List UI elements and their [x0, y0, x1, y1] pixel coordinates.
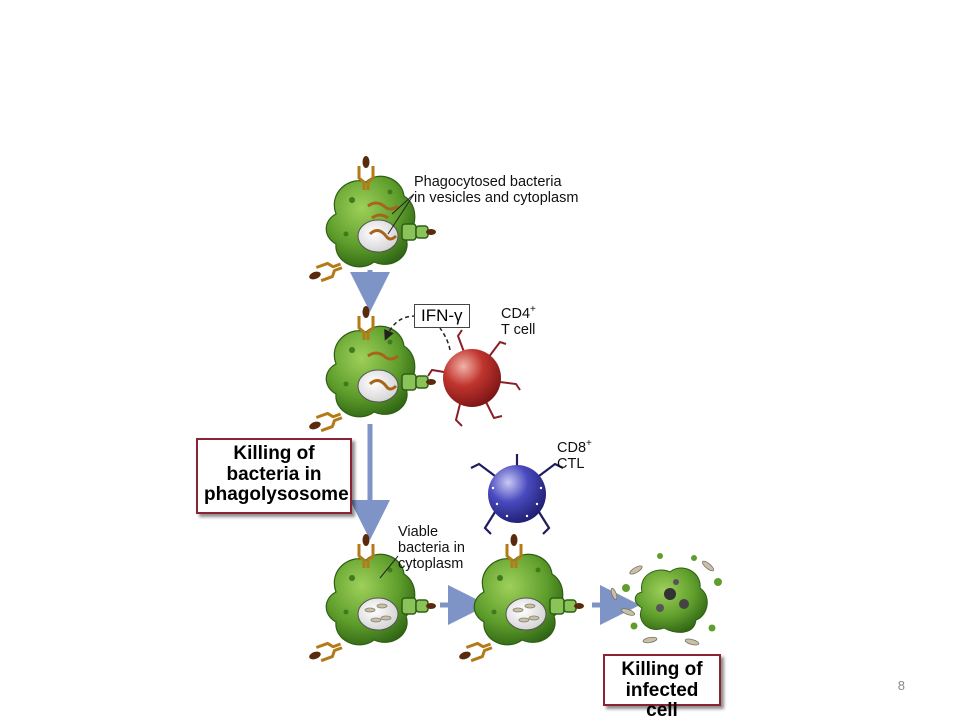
receptor-bottom-middle-low — [455, 637, 496, 666]
cd4-t-cell — [427, 329, 521, 427]
phagocytosed-line-1: Phagocytosed bacteria — [414, 174, 562, 190]
ifn-arrow — [384, 315, 417, 341]
killing-infected-cell-box: Killing of infected cell — [603, 654, 721, 721]
dying-infected-cell — [610, 553, 722, 646]
cd8-label: CD8+ CTL — [557, 438, 592, 472]
infected-line-2: infected cell — [625, 679, 699, 722]
cd4-sup: + — [530, 304, 536, 315]
cd8-line-1: CD8+ — [557, 438, 592, 456]
mhc-bottom-left — [401, 597, 437, 615]
killing-phagolysosome-box: Killing of bacteria in phagolysosome — [196, 438, 352, 514]
cd4-line-1: CD4+ — [501, 304, 536, 322]
pointer-viable — [379, 555, 399, 579]
phagocytosed-line-2: in vesicles and cytoplasm — [414, 190, 579, 207]
macrophage-top — [325, 175, 416, 268]
mhc-bottom-middle — [549, 597, 585, 615]
receptor-top-low — [305, 257, 346, 286]
infected-line-1: Killing of — [621, 659, 703, 680]
viable-line-3: cytoplasm — [398, 556, 464, 573]
cd8-ctl — [470, 454, 564, 535]
cd8-name: CD8 — [557, 439, 587, 456]
phagolysosome-line-3: phagolysosome — [204, 484, 349, 506]
macrophage-bottom-left — [325, 553, 416, 646]
viable-label: Viable bacteria in cytoplasm — [398, 524, 465, 573]
cd8-sup: + — [586, 438, 592, 449]
macrophage-bottom-middle — [473, 553, 564, 646]
pointer-phagocytosed — [387, 193, 415, 235]
mhc-middle — [401, 373, 437, 391]
ifn-gamma-label: IFN-γ — [414, 304, 470, 329]
macrophage-middle — [325, 325, 416, 418]
cd4-label: CD4+ T cell — [501, 304, 536, 338]
cd4-name: CD4 — [501, 305, 531, 322]
receptor-middle-low — [305, 407, 346, 436]
ifn-link — [439, 327, 451, 351]
cd4-line-2: T cell — [501, 322, 536, 339]
viable-line-1: Viable — [398, 524, 439, 540]
viable-line-2: bacteria in — [398, 540, 465, 557]
phagocytosed-label: Phagocytosed bacteria in vesicles and cy… — [414, 174, 578, 206]
receptor-bottom-left-low — [305, 637, 346, 666]
phagolysosome-line-2: bacteria in — [226, 463, 322, 485]
phagolysosome-line-1: Killing of — [233, 443, 315, 464]
cd8-line-2: CTL — [557, 456, 585, 473]
mhc-top — [401, 223, 437, 241]
page-number: 8 — [897, 678, 905, 693]
